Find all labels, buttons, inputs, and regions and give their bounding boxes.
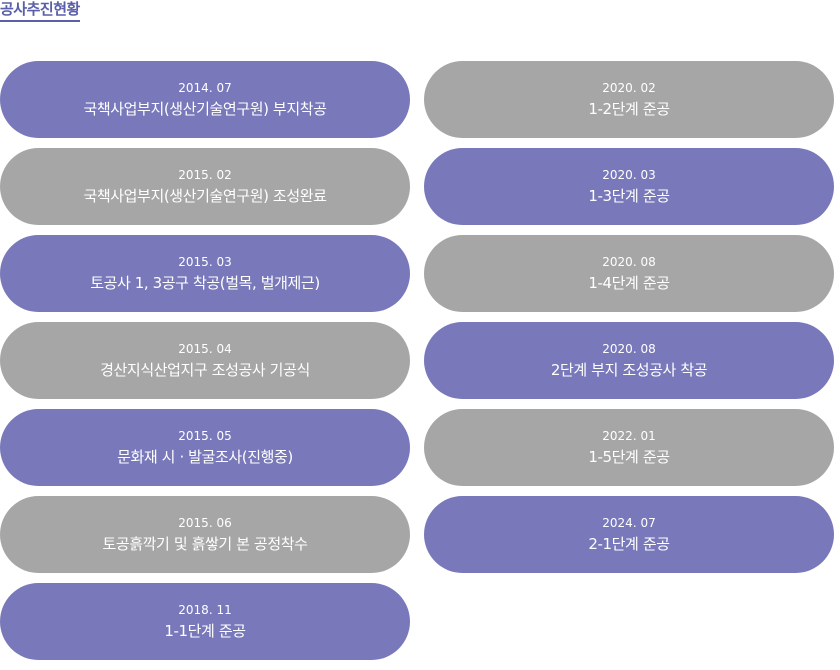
- timeline-date: 2015. 03: [178, 255, 232, 269]
- timeline-label: 경산지식산업지구 조성공사 기공식: [100, 361, 310, 379]
- section-title: 공사추진현황: [0, 0, 80, 22]
- timeline-item: 2015. 05 문화재 시 · 발굴조사(진행중): [0, 409, 410, 486]
- timeline-label: 문화재 시 · 발굴조사(진행중): [117, 448, 293, 466]
- timeline-item: 2020. 02 1-2단계 준공: [424, 61, 834, 138]
- timeline-label: 토공흙깍기 및 흙쌓기 본 공정착수: [102, 535, 308, 553]
- timeline-label: 1-5단계 준공: [588, 448, 670, 466]
- timeline-item: 2015. 04 경산지식산업지구 조성공사 기공식: [0, 322, 410, 399]
- timeline-item: 2020. 08 1-4단계 준공: [424, 235, 834, 312]
- timeline-date: 2020. 02: [602, 81, 656, 95]
- timeline-date: 2020. 08: [602, 255, 656, 269]
- timeline-item: 2020. 03 1-3단계 준공: [424, 148, 834, 225]
- timeline-label: 국책사업부지(생산기술연구원) 부지착공: [83, 100, 327, 118]
- timeline-left-column: 2014. 07 국책사업부지(생산기술연구원) 부지착공 2015. 02 국…: [0, 61, 410, 670]
- timeline-date: 2015. 04: [178, 342, 232, 356]
- timeline-date: 2020. 08: [602, 342, 656, 356]
- timeline-label: 1-2단계 준공: [588, 100, 670, 118]
- timeline-date: 2024. 07: [602, 516, 656, 530]
- timeline-right-column: 2020. 02 1-2단계 준공 2020. 03 1-3단계 준공 2020…: [424, 61, 834, 583]
- timeline-item: 2018. 11 1-1단계 준공: [0, 583, 410, 660]
- timeline-date: 2014. 07: [178, 81, 232, 95]
- timeline-date: 2015. 06: [178, 516, 232, 530]
- timeline-date: 2015. 05: [178, 429, 232, 443]
- timeline-date: 2015. 02: [178, 168, 232, 182]
- timeline-label: 2-1단계 준공: [588, 535, 670, 553]
- timeline-item: 2014. 07 국책사업부지(생산기술연구원) 부지착공: [0, 61, 410, 138]
- timeline-label: 토공사 1, 3공구 착공(벌목, 벌개제근): [90, 274, 320, 292]
- timeline-date: 2020. 03: [602, 168, 656, 182]
- timeline-item: 2024. 07 2-1단계 준공: [424, 496, 834, 573]
- timeline-label: 1-4단계 준공: [588, 274, 670, 292]
- timeline-item: 2015. 06 토공흙깍기 및 흙쌓기 본 공정착수: [0, 496, 410, 573]
- timeline-date: 2022. 01: [602, 429, 656, 443]
- timeline-item: 2015. 02 국책사업부지(생산기술연구원) 조성완료: [0, 148, 410, 225]
- timeline-label: 국책사업부지(생산기술연구원) 조성완료: [83, 187, 327, 205]
- timeline-item: 2015. 03 토공사 1, 3공구 착공(벌목, 벌개제근): [0, 235, 410, 312]
- timeline-label: 1-3단계 준공: [588, 187, 670, 205]
- timeline-date: 2018. 11: [178, 603, 232, 617]
- timeline-label: 1-1단계 준공: [164, 622, 246, 640]
- timeline-item: 2020. 08 2단계 부지 조성공사 착공: [424, 322, 834, 399]
- timeline-label: 2단계 부지 조성공사 착공: [550, 361, 708, 379]
- timeline-item: 2022. 01 1-5단계 준공: [424, 409, 834, 486]
